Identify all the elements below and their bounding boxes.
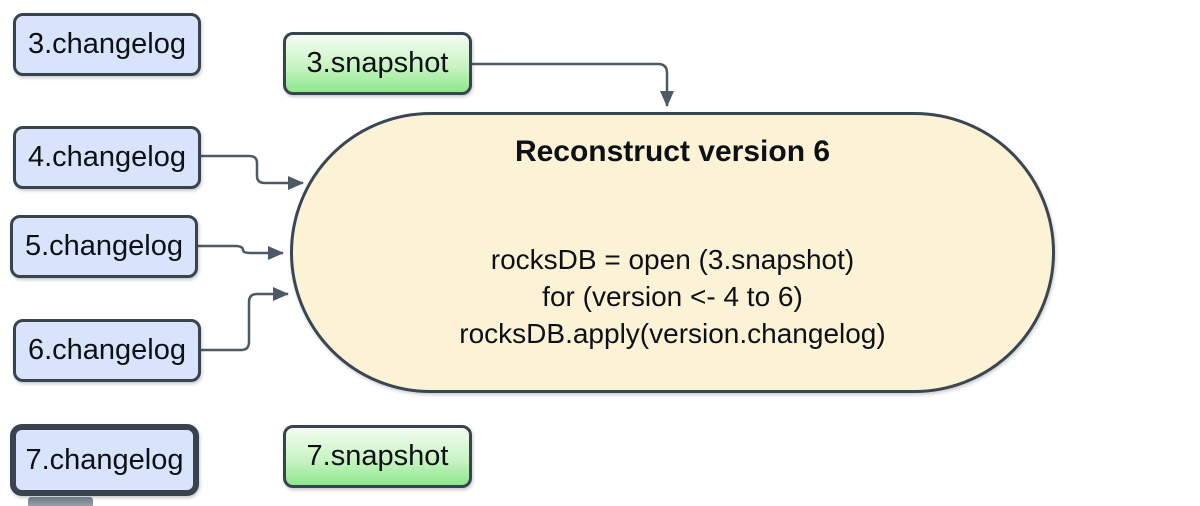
node-changelog-3[interactable]: 3.changelog [13, 13, 201, 76]
reconstruct-code-line-1: rocksDB = open (3.snapshot) [490, 244, 855, 275]
reconstruct-title: Reconstruct version 6 [514, 135, 831, 168]
node-changelog-4-label: 4.changelog [27, 141, 187, 173]
node-changelog-7-label: 7.changelog [25, 443, 184, 476]
node-reconstruct-version-6[interactable]: Reconstruct version 6 rocksDB = open (3.… [290, 112, 1055, 393]
node-changelog-4[interactable]: 4.changelog [13, 126, 201, 189]
node-changelog-3-label: 3.changelog [27, 28, 187, 60]
reconstruct-code-line-2: for (version <- 4 to 6) [542, 281, 803, 312]
edge-changelog4-to-reconstruct [201, 154, 304, 190]
node-changelog-5-label: 5.changelog [24, 230, 184, 262]
node-changelog-6-label: 6.changelog [27, 334, 187, 366]
edge-changelog6-to-reconstruct [201, 287, 289, 352]
node-snapshot-3-label: 3.snapshot [306, 47, 449, 79]
edge-snapshot3-to-reconstruct [470, 62, 674, 107]
reconstruct-code: rocksDB = open (3.snapshot) for (version… [293, 241, 1052, 352]
node-snapshot-7-label: 7.snapshot [306, 440, 449, 472]
node-changelog-6[interactable]: 6.changelog [13, 319, 201, 382]
node-snapshot-3[interactable]: 3.snapshot [283, 32, 472, 95]
reconstruct-code-line-3: rocksDB.apply(version.changelog) [459, 318, 886, 349]
node-clipped-bottom [28, 497, 93, 506]
edge-changelog5-to-reconstruct [198, 244, 284, 260]
node-snapshot-7[interactable]: 7.snapshot [283, 425, 472, 488]
node-changelog-5[interactable]: 5.changelog [10, 215, 198, 278]
node-changelog-7[interactable]: 7.changelog [10, 424, 199, 496]
